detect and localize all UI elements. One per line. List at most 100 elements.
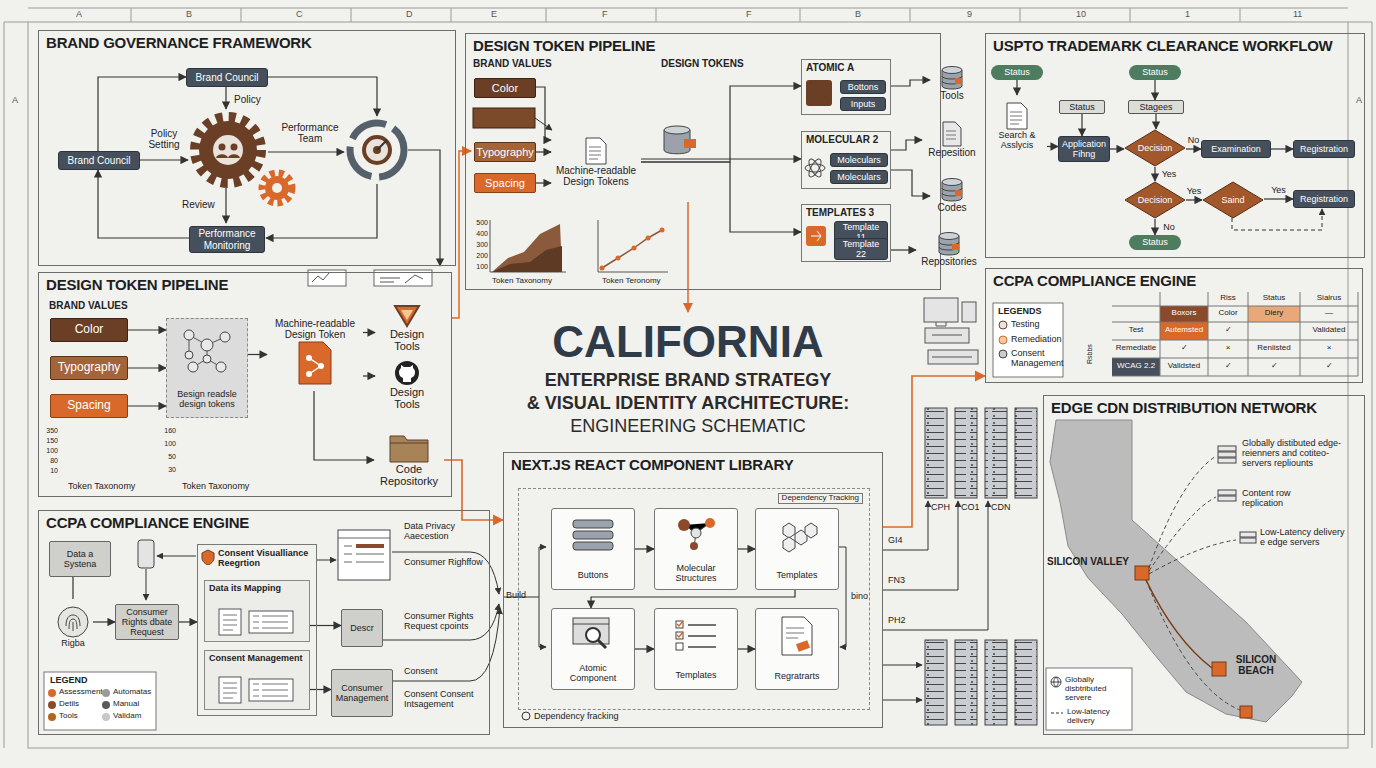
text-label: 80 <box>40 457 58 465</box>
component-card: Molecular Structures <box>654 508 738 590</box>
node-text: Status <box>1142 67 1168 77</box>
grid-ref: B <box>186 9 192 19</box>
grid-ref: 1 <box>1185 9 1190 19</box>
table-cell: Autemsted <box>1160 326 1208 335</box>
grid-ref: A <box>1356 95 1362 105</box>
component-card: Templates <box>755 508 839 590</box>
legend-text: Manual <box>113 700 139 709</box>
group-box: Consent Management <box>204 650 310 710</box>
text-label: FN3 <box>888 575 905 585</box>
legend-sample <box>1050 708 1064 718</box>
legend-sample <box>998 349 1008 359</box>
icon <box>941 121 963 147</box>
token-box: Typography <box>474 142 536 162</box>
icon-node: Repesition <box>922 118 982 162</box>
connector <box>641 162 801 232</box>
node-text: Examination <box>1211 144 1261 154</box>
connector <box>635 548 654 549</box>
decision-diamond: Saind <box>1202 181 1264 219</box>
node-text: Design Tools <box>378 328 436 353</box>
text-label: DESIGN TOKENS <box>661 58 744 69</box>
connector <box>93 621 115 622</box>
group-box: TEMPLATES 3Template 11Template 22 <box>801 204 891 262</box>
connector <box>1016 80 1017 95</box>
frame <box>4 8 1372 748</box>
process-box: Registration <box>1293 140 1355 158</box>
table-cell: Diery <box>1248 309 1300 318</box>
node-text: Machine-readable Design Tokens <box>554 165 638 187</box>
token-box: Color <box>474 78 536 98</box>
node-text: Inputs <box>851 99 876 109</box>
node-text: Typography <box>58 361 121 374</box>
node-text: Repositories <box>921 256 977 267</box>
icon <box>1005 102 1029 130</box>
icon <box>941 178 963 202</box>
node-text: Brand Council <box>68 155 131 166</box>
text-label: Token Teronomy <box>602 277 661 286</box>
server-racks <box>883 408 1037 725</box>
icon <box>1005 102 1029 130</box>
connector <box>591 590 795 608</box>
section-heading: Consent Visualliance Reegrtion <box>218 548 313 568</box>
node-text: Stagees <box>1139 102 1172 112</box>
node-text: Status <box>1004 67 1030 77</box>
process-box: Examination <box>1201 140 1271 158</box>
table-cell: Remediatie <box>1112 344 1160 353</box>
text-label: Token Taxonomy <box>68 481 135 491</box>
table-cell: × <box>1208 344 1248 353</box>
workflow-graphics <box>924 209 1322 364</box>
node-text: Spacing <box>67 399 110 412</box>
grid-ref: F <box>746 9 752 19</box>
icon <box>941 66 963 90</box>
connector <box>641 86 801 162</box>
connector <box>738 648 755 649</box>
connector <box>314 391 374 460</box>
connector <box>98 170 189 238</box>
group-box: Data its Mapping <box>204 580 310 642</box>
icon-node: Tools <box>930 62 974 106</box>
node-text: Repesition <box>928 147 975 158</box>
connector <box>635 648 654 649</box>
grid-ref: 10 <box>1076 9 1086 19</box>
text-label: 160 <box>160 427 176 435</box>
icon <box>179 327 235 373</box>
process-box: Template 22 <box>834 238 888 260</box>
document-icon <box>215 607 299 637</box>
node-text: Moleculars <box>837 155 881 165</box>
legend-text: Validam <box>113 712 141 721</box>
text-label: 350 <box>40 427 58 435</box>
token-box: Color <box>50 318 128 342</box>
token-box: Spacing <box>474 173 536 193</box>
legend-item: Assessment <box>48 688 102 697</box>
group-box: Consent Visualliance ReegrtionData its M… <box>197 544 317 716</box>
text-label: BRAND VALUES <box>473 58 552 69</box>
section-heading: BRAND GOVERNANCE FRAMEWORK <box>46 35 312 52</box>
component-card: Buttons <box>551 508 635 590</box>
text-label: Data Privacy Aaecestion <box>404 521 488 541</box>
section-heading: ATOMIC A <box>806 62 854 73</box>
icon <box>571 518 615 552</box>
icon <box>779 616 815 656</box>
legend-sample <box>998 320 1008 330</box>
legend-text: Tools <box>59 712 78 721</box>
node-text: Code Repositorky <box>377 463 441 488</box>
legend-text: Testing <box>1011 320 1040 330</box>
icon <box>941 121 963 147</box>
icon <box>57 606 89 638</box>
icon <box>389 431 429 463</box>
text-label: Low-Latency delivery e edge servers <box>1260 527 1350 547</box>
text-label: & VISUAL IDENTITY ARCHITECTURE: <box>468 393 908 413</box>
node-text: Template 22 <box>838 239 884 259</box>
icon <box>571 615 615 651</box>
connector <box>444 460 503 520</box>
connector <box>641 158 801 159</box>
icon-node: Repositories <box>916 230 982 270</box>
legend-item: Globally disbtributed servere <box>1050 676 1130 702</box>
text-label: Review <box>182 199 215 210</box>
connector <box>1154 167 1155 181</box>
section-heading: MOLECULAR 2 <box>806 134 878 145</box>
connector <box>1081 114 1082 136</box>
legend-text: Assessment <box>59 688 103 697</box>
process-box: Application Fihng <box>1058 136 1110 162</box>
text-label: Token Taxonomy <box>182 481 249 491</box>
